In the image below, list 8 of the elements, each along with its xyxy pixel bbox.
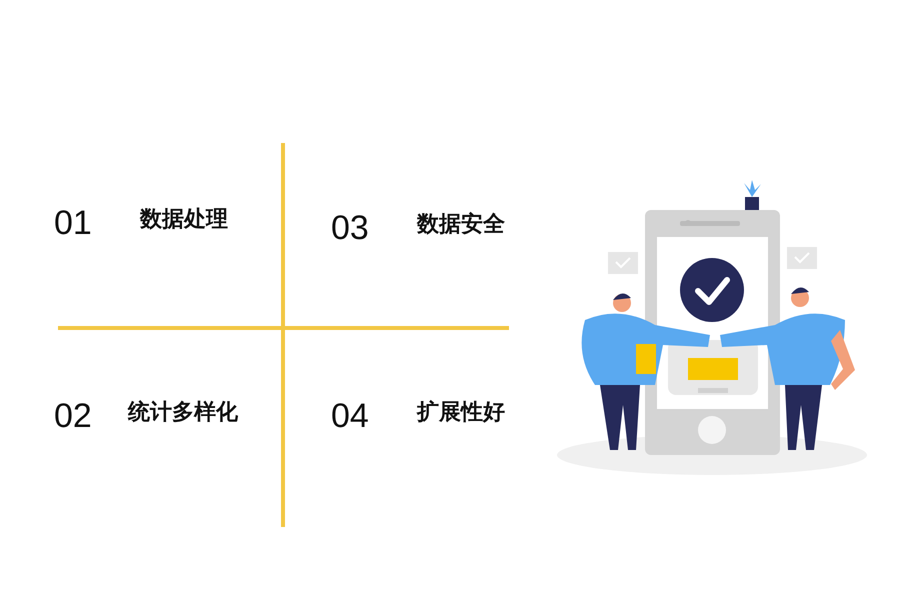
item-title: 数据安全 [417, 214, 505, 236]
item-number: 02 [54, 399, 92, 433]
item-number: 04 [331, 399, 369, 433]
item-title: 扩展性好 [417, 402, 505, 424]
item-number: 01 [54, 206, 92, 240]
item-number: 03 [331, 211, 369, 245]
item-title: 统计多样化 [128, 402, 238, 424]
item-title: 数据处理 [140, 209, 228, 231]
